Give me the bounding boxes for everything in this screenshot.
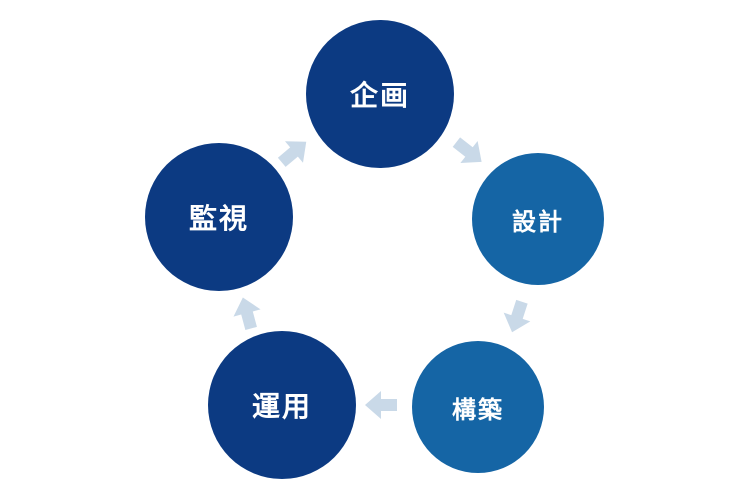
arrow-design-to-build [492, 292, 542, 342]
arrow-planning-to-design [441, 124, 497, 180]
node-build: 構築 [412, 341, 544, 473]
arrow-right-icon [503, 299, 531, 333]
arrow-build-to-operation [361, 385, 401, 425]
arrow-monitoring-to-planning [266, 124, 322, 180]
arrow-right-icon [365, 391, 397, 419]
arrow-right-icon [452, 137, 482, 164]
arrow-right-icon [277, 141, 307, 167]
node-monitoring-label: 監視 [188, 202, 249, 235]
arrow-operation-to-monitoring [223, 289, 272, 338]
arrow-right-icon [233, 297, 261, 331]
node-monitoring: 監視 [145, 143, 293, 291]
node-planning-label: 企画 [349, 79, 410, 112]
node-build-label: 構築 [452, 395, 504, 424]
node-design-label: 設計 [512, 207, 564, 236]
node-planning: 企画 [306, 20, 454, 168]
node-design: 設計 [472, 153, 604, 285]
node-operation: 運用 [208, 331, 356, 479]
node-operation-label: 運用 [251, 390, 312, 423]
